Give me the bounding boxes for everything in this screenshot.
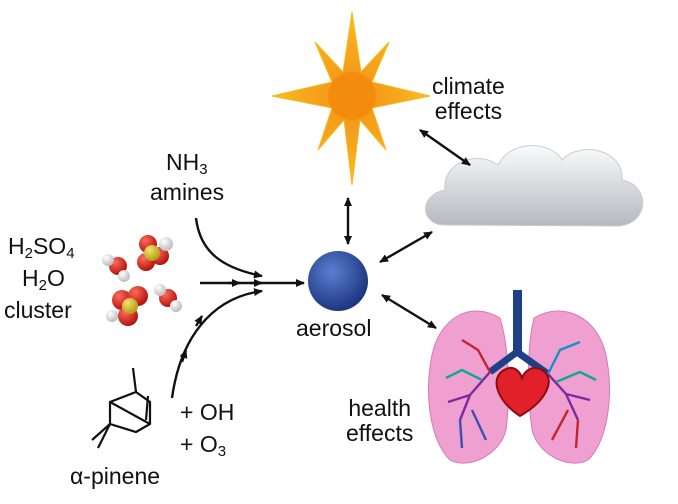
h2so4-label: H2SO4 bbox=[8, 233, 75, 262]
arrow-tick-3 bbox=[179, 349, 188, 363]
nh3-label: NH3 bbox=[166, 149, 208, 178]
climate-effects-label: climate effects bbox=[432, 73, 505, 125]
arrow-pinene-path bbox=[170, 288, 263, 399]
o3-sub: 3 bbox=[217, 443, 227, 460]
nh3-base: NH bbox=[166, 149, 200, 175]
h2o-a: H bbox=[22, 265, 39, 291]
h2so4-a-sub: 2 bbox=[24, 245, 33, 262]
health-effects-label: health effects bbox=[346, 395, 414, 447]
arrows bbox=[170, 129, 471, 399]
climate-word: climate bbox=[432, 73, 505, 99]
cloud-icon bbox=[425, 145, 644, 227]
h2so4-a: H bbox=[8, 233, 25, 259]
h2so4-b: SO bbox=[32, 233, 67, 259]
heart-icon bbox=[495, 366, 550, 418]
molecule-cluster-icon bbox=[102, 235, 182, 326]
aerosol-label: aerosol bbox=[296, 315, 372, 341]
nh3-sub: 3 bbox=[199, 161, 208, 178]
pinene-structure-icon bbox=[91, 367, 152, 449]
sun-icon bbox=[271, 11, 431, 186]
oh-label: + OH bbox=[180, 399, 235, 425]
arrow-nh3-path bbox=[194, 217, 263, 279]
trachea bbox=[513, 290, 522, 354]
arrow-sun-cloud bbox=[419, 129, 471, 166]
alpha-pinene-label: α-pinene bbox=[70, 463, 161, 489]
h2o-label: H2O bbox=[22, 265, 65, 294]
o3-a: + O bbox=[180, 431, 218, 457]
h2o-a-sub: 2 bbox=[38, 277, 47, 294]
o3-label: + O3 bbox=[180, 431, 227, 460]
amines-label: amines bbox=[150, 179, 225, 205]
arrow-aerosol-lungs bbox=[381, 293, 437, 330]
aerosol-particle-icon bbox=[308, 251, 368, 311]
health-effects-word: effects bbox=[346, 420, 414, 447]
arrow-tick-4 bbox=[194, 315, 204, 327]
effects-word: effects bbox=[434, 98, 503, 125]
h2o-b: O bbox=[46, 265, 65, 291]
h2so4-b-sub: 4 bbox=[66, 245, 75, 262]
cluster-label: cluster bbox=[4, 297, 72, 323]
arrow-aerosol-cloud bbox=[379, 230, 433, 264]
health-word: health bbox=[348, 395, 411, 421]
